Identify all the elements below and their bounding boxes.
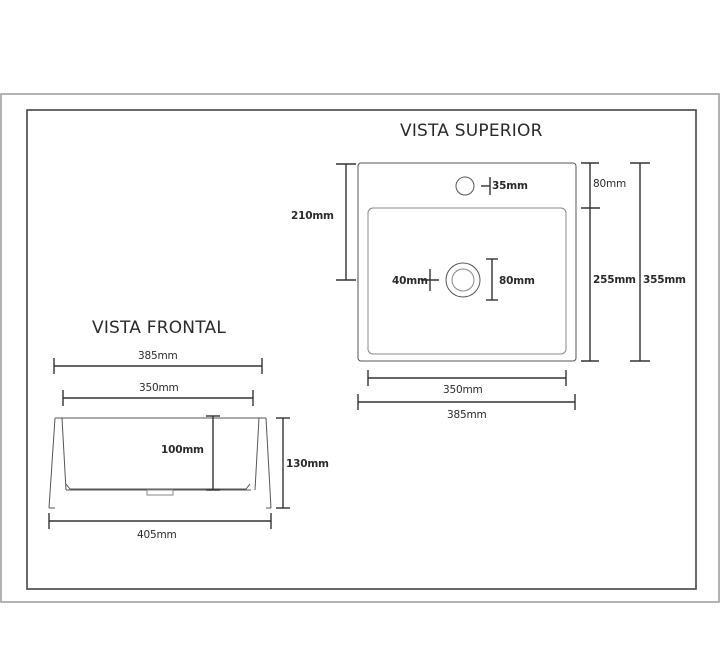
top-view-bowl bbox=[367, 207, 567, 355]
dim-tap-hole: 35mm bbox=[481, 177, 528, 195]
dim-label-100: 100mm bbox=[161, 444, 204, 456]
dim-355: 355mm bbox=[630, 162, 686, 362]
dim-130: 130mm bbox=[276, 417, 329, 509]
front-view: VISTA FRONTAL 385mm 350mm bbox=[48, 318, 329, 541]
top-view-outline bbox=[357, 162, 577, 362]
outer-frame bbox=[0, 93, 720, 603]
dim-drain-40: 40mm bbox=[392, 269, 439, 291]
dim-label-40: 40mm bbox=[392, 275, 428, 287]
front-profile bbox=[48, 417, 272, 509]
dim-label-130: 130mm bbox=[286, 458, 329, 470]
dim-label-35: 35mm bbox=[492, 180, 528, 192]
top-view-title: VISTA SUPERIOR bbox=[400, 121, 543, 141]
dim-label-255: 255mm bbox=[593, 274, 636, 286]
dim-label-405: 405mm bbox=[137, 529, 177, 541]
drain-inner bbox=[451, 268, 475, 292]
dim-210: 210mm bbox=[291, 163, 356, 281]
dim-label-80-drain: 80mm bbox=[499, 275, 535, 287]
top-view: VISTA SUPERIOR 35mm 210mm 40mm bbox=[291, 121, 686, 421]
dim-label-355: 355mm bbox=[643, 274, 686, 286]
dim-385-front: 385mm bbox=[53, 350, 263, 374]
dim-label-350-front: 350mm bbox=[139, 382, 179, 394]
dim-label-80-top: 80mm bbox=[593, 178, 626, 190]
front-view-title: VISTA FRONTAL bbox=[92, 318, 226, 338]
drain-outer bbox=[445, 262, 481, 298]
dim-405: 405mm bbox=[48, 513, 272, 541]
dim-350-top: 350mm bbox=[367, 370, 567, 396]
tap-hole bbox=[455, 176, 475, 196]
dim-label-350-top: 350mm bbox=[443, 384, 483, 396]
inner-frame bbox=[26, 109, 697, 590]
dim-385-top: 385mm bbox=[357, 394, 576, 421]
dim-label-385-front: 385mm bbox=[138, 350, 178, 362]
dim-100: 100mm bbox=[161, 415, 220, 491]
dim-right-chain: 80mm 255mm bbox=[581, 162, 636, 362]
dim-350-front: 350mm bbox=[62, 382, 254, 406]
dim-drain-80: 80mm bbox=[486, 258, 535, 301]
dim-label-210: 210mm bbox=[291, 210, 334, 222]
dim-label-385-top: 385mm bbox=[447, 409, 487, 421]
